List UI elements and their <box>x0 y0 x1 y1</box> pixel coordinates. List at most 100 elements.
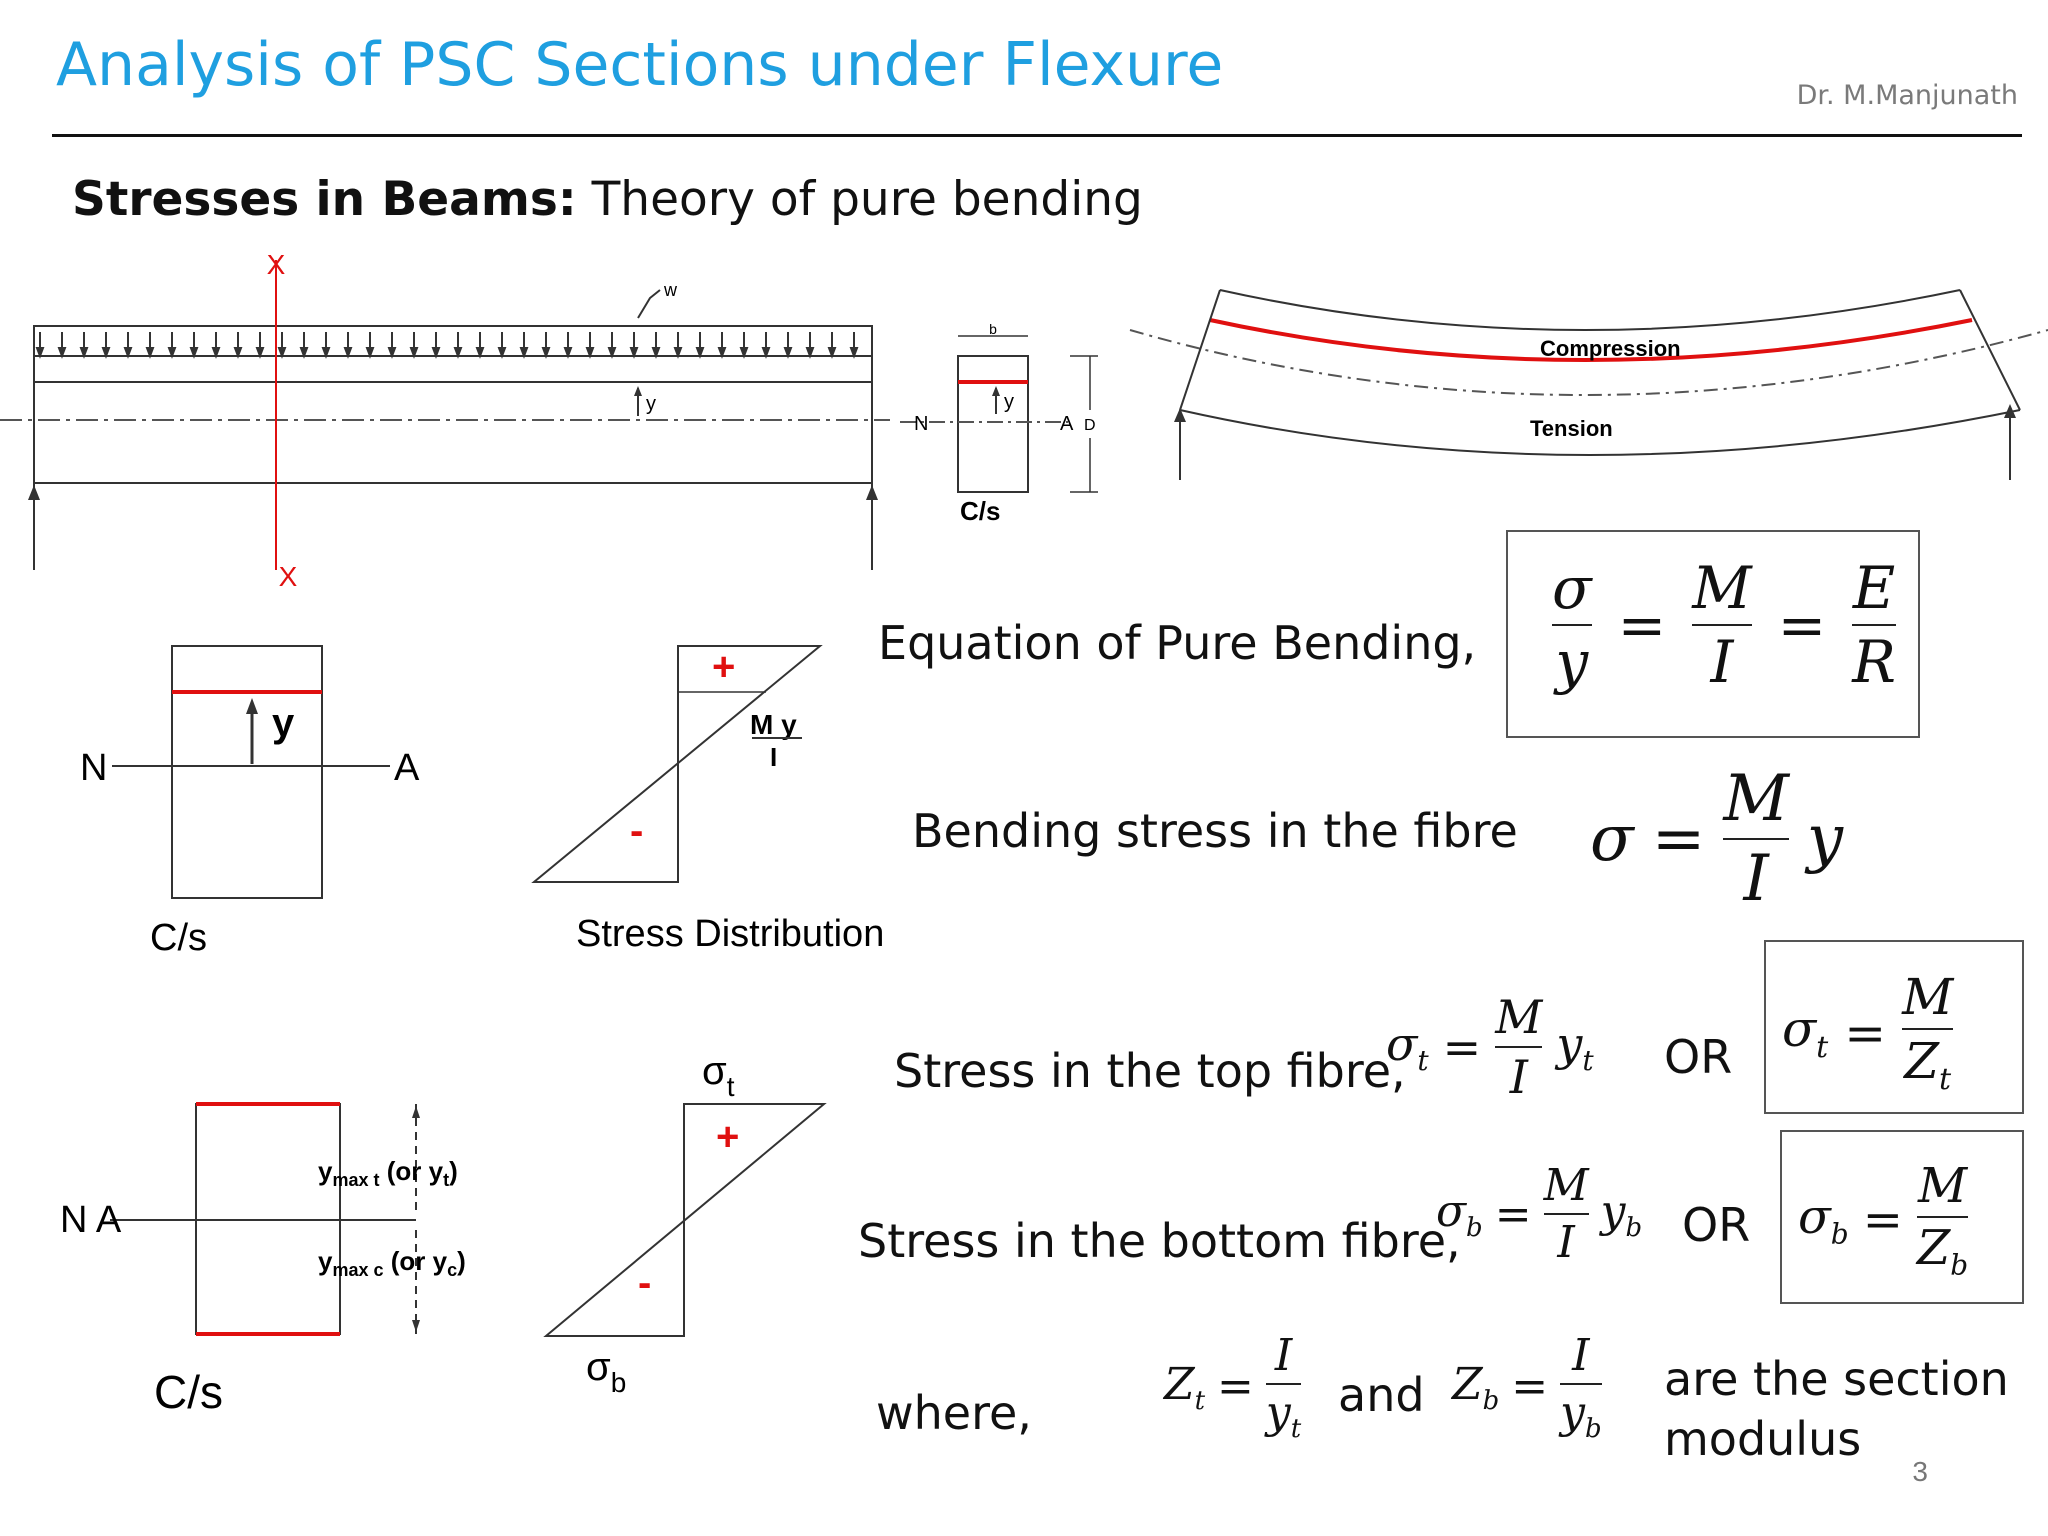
stress2-minus-label: - <box>638 1261 651 1305</box>
section-heading-rest: Theory of pure bending <box>576 172 1143 227</box>
udl-arrowhead <box>211 347 221 359</box>
load-label: w <box>663 280 678 300</box>
udl-arrowhead <box>475 347 485 359</box>
section-heading-bold: Stresses in Beams: <box>72 172 577 227</box>
and-label: and <box>1338 1368 1425 1422</box>
cs3-label: C/s <box>154 1366 223 1418</box>
section-modulus-line1: are the section <box>1664 1352 2009 1406</box>
stress-my-label: M y <box>750 709 797 740</box>
top-fibre-label: Stress in the top fibre, <box>894 1044 1406 1098</box>
x-bottom-label: X <box>279 561 298 592</box>
small-cs-a-label: A <box>1060 413 1074 435</box>
pure-bending-label: Equation of Pure Bending, <box>878 616 1477 670</box>
udl-arrowhead <box>585 347 595 359</box>
udl-arrowhead <box>629 347 639 359</box>
udl-arrowhead <box>761 347 771 359</box>
udl-arrowhead <box>805 347 815 359</box>
udl-arrowhead <box>79 347 89 359</box>
cross-section-diagram: N A y C/s <box>80 645 420 959</box>
udl-arrowhead <box>123 347 133 359</box>
stress-distribution-diagram: + - M y I Stress Distribution <box>531 645 884 955</box>
udl-arrowhead <box>607 347 617 359</box>
udl-arrowhead <box>255 347 265 359</box>
compression-label: Compression <box>1540 336 1681 361</box>
udl-arrowhead <box>233 347 243 359</box>
small-cs-y-label: y <box>1004 391 1014 413</box>
y-label-beam: y <box>646 393 656 415</box>
stress-minus-label: - <box>630 809 643 853</box>
udl-arrowhead <box>673 347 683 359</box>
udl-arrowhead <box>321 347 331 359</box>
small-cs-n-label: N <box>914 413 928 435</box>
cs2-a-label: A <box>394 747 420 789</box>
x-top-label: X <box>267 249 286 280</box>
udl-arrowhead <box>35 347 45 359</box>
udl-arrowhead <box>541 347 551 359</box>
bent-beam-diagram: Compression Tension <box>1129 289 2048 480</box>
udl-arrows <box>35 332 859 359</box>
stress-distribution-extreme: σt + - σb <box>543 1049 827 1398</box>
compression-fibre-red <box>1209 318 1973 362</box>
stress-distribution-label: Stress Distribution <box>576 913 884 955</box>
udl-arrowhead <box>365 347 375 359</box>
stress-i-label: I <box>770 742 777 772</box>
small-cross-section: N A D b y C/s <box>900 321 1098 526</box>
fibre-stress-label: Bending stress in the fibre <box>912 804 1518 858</box>
left-support-arrow <box>28 485 40 500</box>
small-cs-b-label: b <box>989 321 997 337</box>
udl-arrowhead <box>519 347 529 359</box>
udl-arrowhead <box>101 347 111 359</box>
udl-box <box>33 325 873 357</box>
udl-arrowhead <box>739 347 749 359</box>
cross-section-extreme-fibres: N A ymax t (or yt) ymax c (or yc) C/s <box>60 1102 466 1418</box>
udl-arrowhead <box>497 347 507 359</box>
right-support-arrow <box>866 485 878 500</box>
ymax-c-label: ymax c (or yc) <box>318 1246 466 1280</box>
udl-arrowhead <box>453 347 463 359</box>
udl-arrowhead <box>57 347 67 359</box>
udl-arrowhead <box>299 347 309 359</box>
or-label-bottom: OR <box>1682 1198 1751 1252</box>
udl-arrowhead <box>827 347 837 359</box>
section-modulus-line2: modulus <box>1664 1412 1862 1466</box>
stress2-plus-label: + <box>716 1115 739 1159</box>
header-divider <box>52 134 2022 137</box>
stress-plus-label: + <box>712 645 735 689</box>
sigma-t-label: σt <box>702 1049 735 1102</box>
udl-arrowhead <box>387 347 397 359</box>
small-cs-d-label: D <box>1084 417 1096 434</box>
tension-label: Tension <box>1530 416 1613 441</box>
udl-arrowhead <box>431 347 441 359</box>
udl-arrowhead <box>849 347 859 359</box>
udl-arrowhead <box>277 347 287 359</box>
udl-arrowhead <box>717 347 727 359</box>
slide-title: Analysis of PSC Sections under Flexure <box>56 30 1224 100</box>
where-label: where, <box>876 1386 1032 1440</box>
udl-arrowhead <box>563 347 573 359</box>
cs2-label: C/s <box>150 917 207 959</box>
udl-arrowhead <box>167 347 177 359</box>
udl-arrowhead <box>651 347 661 359</box>
ymax-t-label: ymax t (or yt) <box>318 1156 458 1190</box>
udl-arrowhead <box>145 347 155 359</box>
page-number: 3 <box>1912 1456 1928 1487</box>
beam-diagram: X X w y <box>0 249 890 592</box>
cs2-y-label: y <box>272 701 295 745</box>
cs3-na-label: N A <box>60 1199 122 1241</box>
sigma-b-label: σb <box>586 1345 626 1398</box>
small-cs-label: C/s <box>960 496 1000 526</box>
udl-arrowhead <box>409 347 419 359</box>
udl-arrowhead <box>343 347 353 359</box>
section-heading: Stresses in Beams: Theory of pure bendin… <box>72 172 1143 227</box>
